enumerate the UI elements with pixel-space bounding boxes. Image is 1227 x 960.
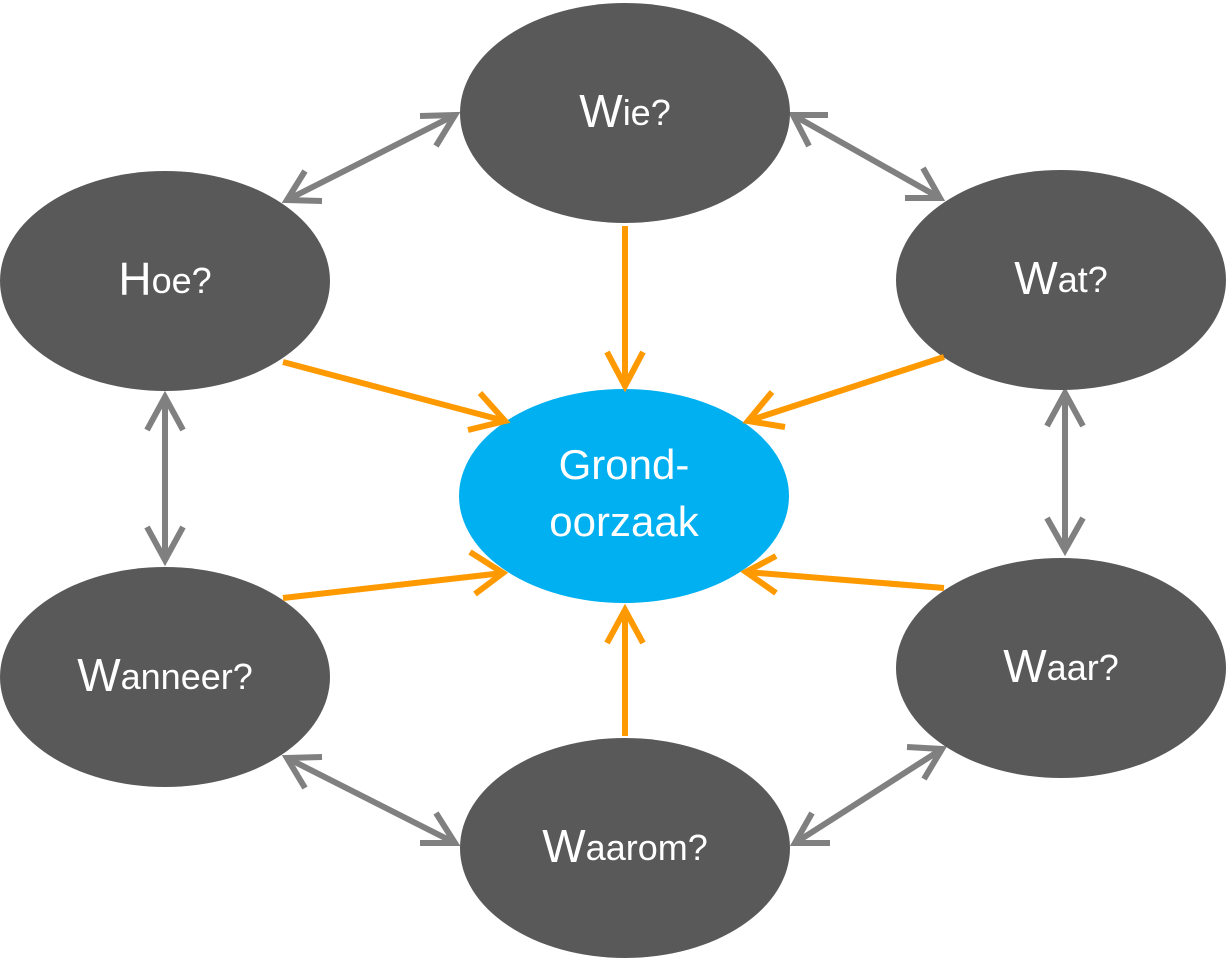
arrow-wat-waar: [1044, 386, 1086, 557]
node-center: Grond- oorzaak: [459, 389, 789, 603]
arrow-wanneer-to-center: [282, 549, 509, 601]
node-wat-initial: W: [1014, 252, 1058, 304]
arrow-waarom-to-center: [604, 603, 646, 736]
node-wie-label: ie?: [623, 92, 671, 133]
node-hoe: Hoe?: [0, 171, 330, 391]
arrow-hoe-wie: [281, 111, 461, 204]
arrow-waar-to-center: [740, 553, 945, 596]
center-label-line2: oorzaak: [549, 498, 699, 545]
node-waar-label: aar?: [1047, 647, 1119, 688]
arrow-hoe-to-center: [282, 359, 511, 433]
node-wanneer-label: anneer?: [121, 656, 253, 697]
node-wanneer-initial: W: [77, 649, 121, 701]
arrow-waar-waarom: [789, 744, 948, 846]
svg-text:Wanneer?: Wanneer?: [77, 649, 253, 701]
node-wanneer: Wanneer?: [0, 567, 330, 787]
arrow-wat-to-center: [742, 354, 945, 430]
node-hoe-initial: H: [118, 253, 151, 305]
arrow-wie-to-center: [604, 226, 646, 393]
svg-text:Waarom?: Waarom?: [542, 820, 707, 872]
node-wat: Wat?: [896, 170, 1226, 390]
center-label-line1: Grond-: [559, 441, 690, 488]
node-waar-initial: W: [1003, 640, 1047, 692]
svg-text:Hoe?: Hoe?: [118, 253, 211, 305]
svg-text:Wie?: Wie?: [579, 85, 670, 137]
node-waarom-initial: W: [542, 820, 586, 872]
node-waar: Waar?: [896, 558, 1226, 778]
arrow-wanneer-hoe: [144, 390, 186, 567]
node-wie: Wie?: [460, 3, 790, 223]
node-wie-initial: W: [579, 85, 623, 137]
node-wat-label: at?: [1058, 259, 1108, 300]
svg-text:Wat?: Wat?: [1014, 252, 1107, 304]
arrow-wie-wat: [788, 112, 946, 201]
node-waarom: Waarom?: [460, 738, 790, 958]
svg-text:Waar?: Waar?: [1003, 640, 1118, 692]
arrow-waarom-wanneer: [281, 754, 461, 846]
node-hoe-label: oe?: [152, 260, 212, 301]
node-waarom-label: aarom?: [586, 827, 708, 868]
